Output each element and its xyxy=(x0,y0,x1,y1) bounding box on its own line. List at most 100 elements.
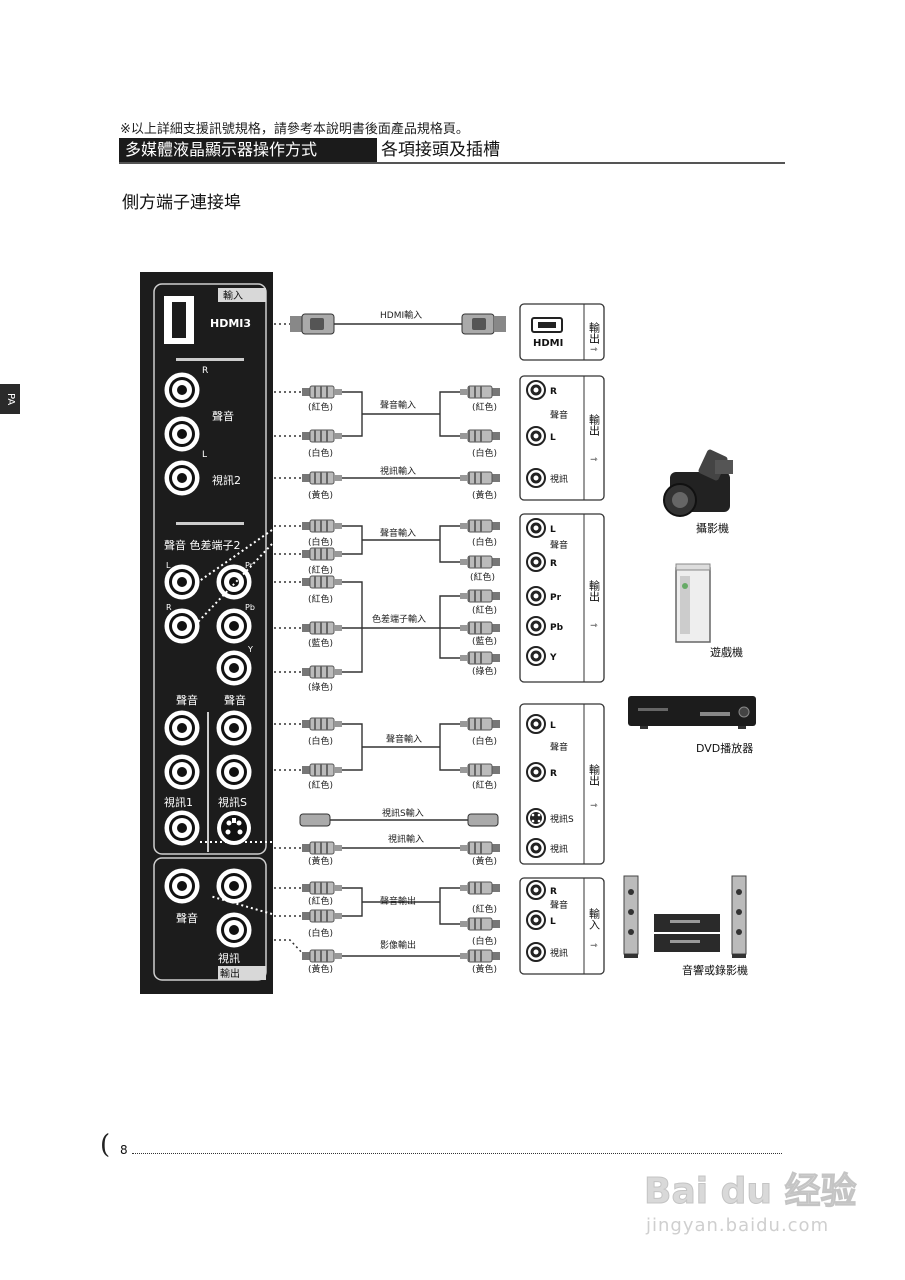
color-label: (白色) xyxy=(472,935,497,947)
out-video-label: 視訊 xyxy=(218,951,240,965)
color-label: (白色) xyxy=(472,735,497,747)
color-label: (藍色) xyxy=(472,635,497,647)
dev-video: 視訊 xyxy=(550,843,568,855)
av1-audio-r-jack xyxy=(164,754,200,790)
y-mark: Y xyxy=(247,645,253,654)
dvd-player-icon xyxy=(628,696,756,729)
color-label: (紅色) xyxy=(308,401,333,413)
color-label: (紅色) xyxy=(308,895,333,907)
audio-in-label-3: 聲音輸入 xyxy=(386,733,422,745)
arrow-icon: ⇾ xyxy=(590,941,598,951)
dev-video: 視訊 xyxy=(550,473,568,485)
section-header: 各項接頭及插槽 xyxy=(381,140,500,160)
dev-l: L xyxy=(550,721,556,731)
color-label: (綠色) xyxy=(472,665,497,677)
dvd-player-label: DVD播放器 xyxy=(696,741,753,755)
video1-jack xyxy=(164,810,200,846)
watermark-logo-text: Bai du 经验 xyxy=(644,1171,857,1212)
color-label: (紅色) xyxy=(308,779,333,791)
video-in-label-2: 視訊輸入 xyxy=(388,833,424,845)
color-label: (紅色) xyxy=(470,571,495,583)
svideo-label: 視訊S xyxy=(218,795,247,809)
pb-mark: Pb xyxy=(245,603,255,612)
page-title: 側方端子連接埠 xyxy=(122,193,241,213)
svideo-in-label: 視訊S輸入 xyxy=(382,807,424,819)
dev-svideo: 視訊S xyxy=(550,813,574,825)
color-label: (白色) xyxy=(472,536,497,548)
audio-a-label: 聲音 xyxy=(176,693,198,707)
audio-out-label: 聲音輸出 xyxy=(380,895,416,907)
color-label: (紅色) xyxy=(308,564,333,576)
spec-note: ※以上詳細支援訊號規格，請參考本說明書後面產品規格頁。 xyxy=(120,122,469,137)
input-group-frame xyxy=(153,283,267,855)
side-panel xyxy=(140,272,273,994)
baidu-watermark-logo: Bai du 经验 xyxy=(644,1171,858,1213)
page-number: 8 xyxy=(120,1143,128,1157)
audio-r-jack xyxy=(164,372,200,408)
video2-label: 視訊2 xyxy=(212,473,241,487)
dev-input-label: 輸入 xyxy=(588,907,601,930)
video1-label: 視訊1 xyxy=(164,795,193,809)
arrow-icon: ⇾ xyxy=(590,801,598,811)
dev-r: R xyxy=(550,559,557,569)
audio-b-label: 聲音 xyxy=(224,693,246,707)
color-label: (綠色) xyxy=(308,681,333,693)
language-tab: PA xyxy=(0,384,20,414)
rca-plugs-right xyxy=(459,385,501,963)
input-badge: 輸入 xyxy=(223,289,243,302)
comp-audio-r-jack xyxy=(164,608,200,644)
r-label: R xyxy=(202,366,208,376)
l-label: L xyxy=(202,450,207,460)
color-label: (白色) xyxy=(472,447,497,459)
hdmi-plug-left xyxy=(290,313,335,335)
svideo-jack xyxy=(217,811,251,845)
dev-output-label: 輸出 xyxy=(588,413,601,436)
arrow-icon: ⇾ xyxy=(590,455,598,465)
watermark-url: jingyan.baidu.com xyxy=(646,1215,830,1236)
dev-audio: 聲音 xyxy=(550,409,568,421)
audio-in-label-2: 聲音輸入 xyxy=(380,527,416,539)
page-bracket: ( xyxy=(100,1130,111,1160)
chapter-header: 多媒體液晶顯示器操作方式 xyxy=(119,138,377,162)
dev-audio: 聲音 xyxy=(550,741,568,753)
device-box-av1 xyxy=(519,375,605,501)
out-audio-r-jack xyxy=(216,868,252,904)
dev-l: L xyxy=(550,525,556,535)
color-label: (黃色) xyxy=(308,489,333,501)
comp-r-mark: R xyxy=(166,603,172,612)
out-audio-l-jack xyxy=(164,868,200,904)
color-label: (藍色) xyxy=(308,637,333,649)
arrow-icon: ⇾ xyxy=(590,621,598,631)
dev-l: L xyxy=(550,433,556,443)
dev-output-label: 輸出 xyxy=(588,579,601,602)
comp-audio-l-jack xyxy=(164,564,200,600)
color-label: (黃色) xyxy=(472,963,497,975)
hdmi-port-icon xyxy=(164,296,194,344)
av1-audio-l-jack xyxy=(164,710,200,746)
audio-in-label-1: 聲音輸入 xyxy=(380,399,416,411)
rca-plugs-left xyxy=(299,385,343,963)
hdmi3-label: HDMI3 xyxy=(210,317,251,330)
dev-r: R xyxy=(550,769,557,779)
hdmi-in-label: HDMI輸入 xyxy=(380,309,422,321)
color-label: (紅色) xyxy=(472,903,497,915)
component-group-label: 聲音 色差端子2 xyxy=(164,538,241,552)
pr-mark: Pr xyxy=(245,561,254,570)
dev-r: R xyxy=(550,887,557,897)
comp-l-mark: L xyxy=(166,561,171,570)
footer-dotted-rule xyxy=(132,1153,782,1154)
dev-output-label: 輸出 xyxy=(588,321,601,344)
header-rule xyxy=(119,162,785,164)
color-label: (紅色) xyxy=(472,604,497,616)
color-label: (紅色) xyxy=(472,401,497,413)
dev-audio: 聲音 xyxy=(550,539,568,551)
y-jack xyxy=(216,650,252,686)
component-in-label: 色差端子輸入 xyxy=(372,613,426,625)
color-label: (白色) xyxy=(308,927,333,939)
camcorder-label: 攝影機 xyxy=(696,521,729,535)
dev-pb: Pb xyxy=(550,623,564,633)
color-label: (紅色) xyxy=(308,593,333,605)
dev-audio: 聲音 xyxy=(550,899,568,911)
video2-jack xyxy=(164,460,200,496)
color-label: (白色) xyxy=(308,447,333,459)
